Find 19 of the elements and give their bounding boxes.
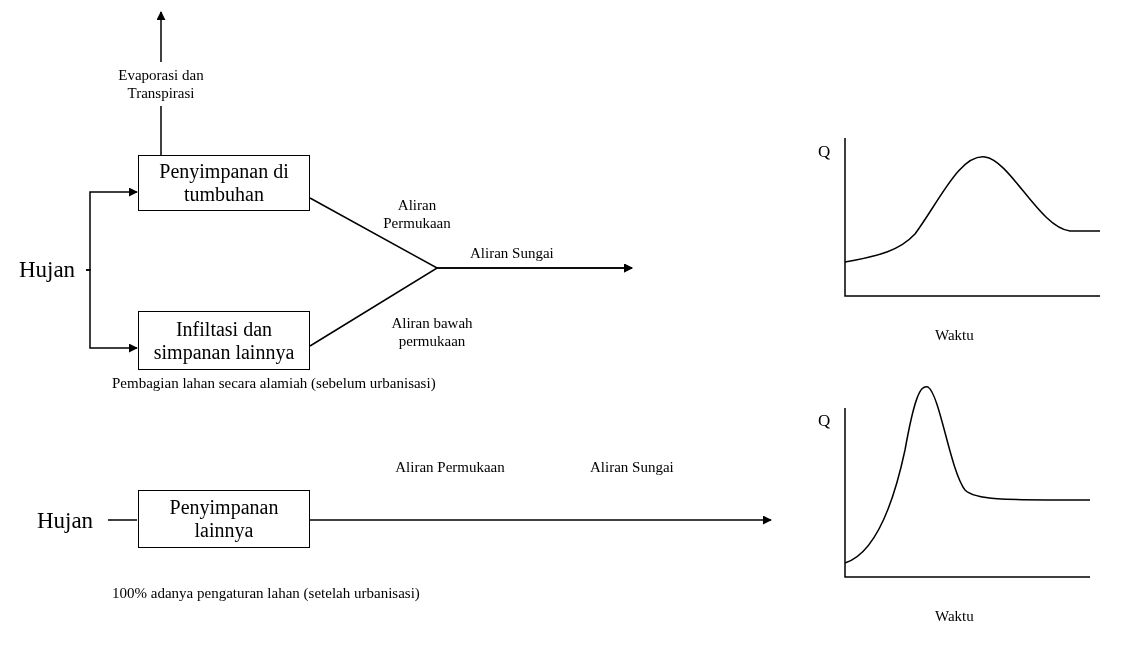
input-label: Hujan xyxy=(8,252,86,288)
process-box: Penyimpanan lainnya xyxy=(138,490,310,548)
input-label: Hujan xyxy=(22,503,108,539)
arrow xyxy=(309,263,633,347)
process-box: Infiltasi dan simpanan lainnya xyxy=(138,311,310,370)
caption: 100% adanya pengaturan lahan (setelah urbanisasi) xyxy=(112,584,420,602)
flow-label: Aliran Sungai xyxy=(590,458,674,476)
caption: Pembagian lahan secara alamiah (sebelum urbanisasi) xyxy=(112,374,436,392)
axis-label: Q xyxy=(818,142,831,163)
edge-label: Aliran Permukaan xyxy=(382,196,452,232)
axis-label: Q xyxy=(818,411,831,432)
axis-label: Waktu xyxy=(935,326,974,344)
edge-label: Aliran bawah permukaan xyxy=(390,314,474,350)
process-box: Penyimpanan di tumbuhan xyxy=(138,155,310,211)
arrow xyxy=(309,515,772,525)
edge-label: Aliran Permukaan xyxy=(394,458,506,476)
flow-label: Aliran Sungai xyxy=(470,244,554,262)
arrow xyxy=(85,269,138,353)
axis-label: Waktu xyxy=(935,607,974,625)
